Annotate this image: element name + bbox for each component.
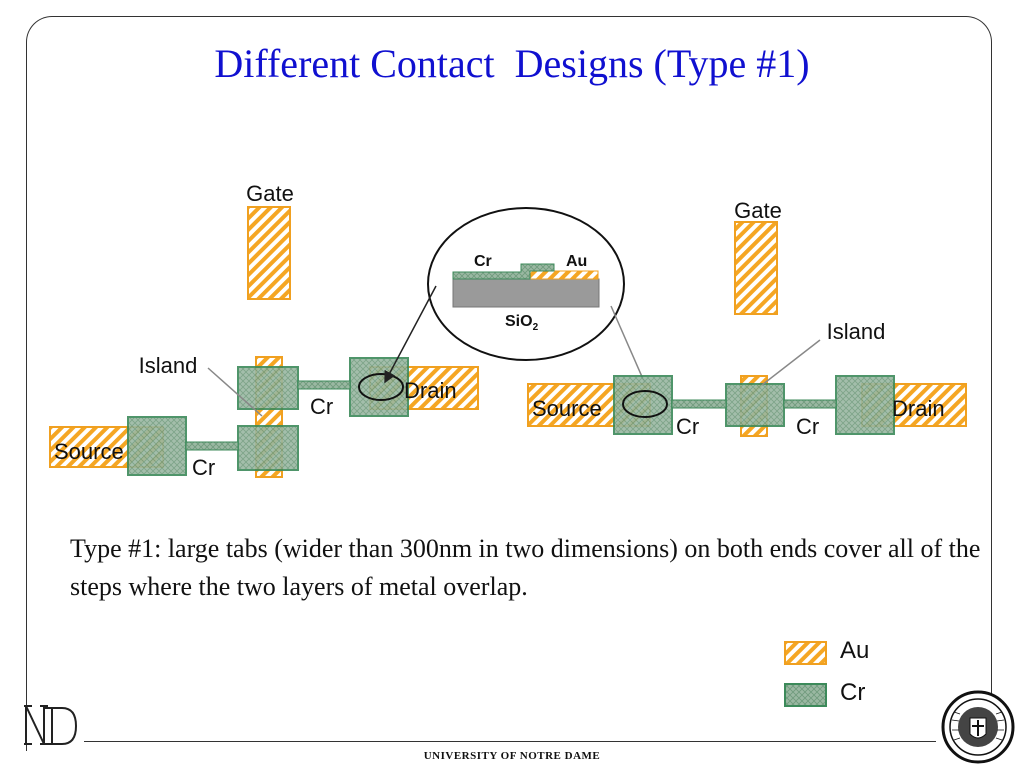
right-drain-cr-pad	[835, 375, 895, 435]
right-island-pointer	[761, 339, 821, 386]
right-cr-wire-right	[783, 399, 837, 409]
left-island-cr-bottom	[237, 425, 299, 471]
left-device: Gate Island Source Drain Cr Cr	[49, 181, 479, 480]
nd-monogram-icon	[24, 705, 78, 745]
right-island-cr	[725, 383, 785, 427]
legend-label-au: Au	[840, 637, 870, 664]
right-cr-wire-left	[671, 399, 727, 409]
inset-substrate	[452, 278, 600, 308]
right-cr-label-right: Cr	[796, 414, 819, 439]
left-cr-label-top: Cr	[310, 394, 333, 419]
legend-swatch-au	[784, 641, 827, 665]
inset-au-label: Au	[566, 253, 587, 270]
slide-caption: Type #1: large tabs (wider than 300nm in…	[70, 534, 981, 601]
left-gate-label: Gate	[246, 181, 294, 206]
right-cr-label-left: Cr	[676, 414, 699, 439]
inset-cr-layer	[452, 263, 555, 280]
left-cr-label-bottom: Cr	[192, 455, 215, 480]
left-island-label: Island	[139, 353, 198, 378]
inset-arrow-left	[384, 285, 437, 384]
footer-university-name: UNIVERSITY OF NOTRE DAME	[423, 750, 601, 762]
cross-section-inset: Cr Au SiO2	[384, 207, 651, 396]
right-device: Gate Island Source Drain Cr Cr	[527, 198, 967, 439]
right-source-label: Source	[532, 396, 602, 421]
right-island-label: Island	[827, 319, 886, 344]
slide-frame	[26, 16, 992, 751]
legend-label-cr: Cr	[840, 679, 866, 706]
inset-au-layer	[529, 270, 599, 280]
left-drain-label: Drain	[404, 378, 457, 403]
right-drain-label: Drain	[892, 396, 945, 421]
right-gate-label: Gate	[734, 198, 782, 223]
left-overlap-highlight	[358, 373, 404, 401]
left-source-label: Source	[54, 439, 124, 464]
left-cr-wire-bottom	[185, 441, 239, 451]
footer-rule	[84, 741, 936, 742]
legend-swatch-cr	[784, 683, 827, 707]
left-cr-wire-top	[297, 380, 351, 390]
inset-sio2-label: SiO2	[505, 313, 539, 333]
left-island-pointer	[207, 367, 263, 417]
university-seal-icon	[941, 690, 1015, 764]
right-gate-au	[734, 221, 778, 315]
left-gate-au	[247, 206, 291, 300]
right-overlap-highlight	[622, 390, 668, 418]
slide-title: Different Contact Designs (Type #1)	[214, 41, 810, 86]
inset-cr-label: Cr	[474, 253, 492, 270]
left-source-cr-pad	[127, 416, 187, 476]
